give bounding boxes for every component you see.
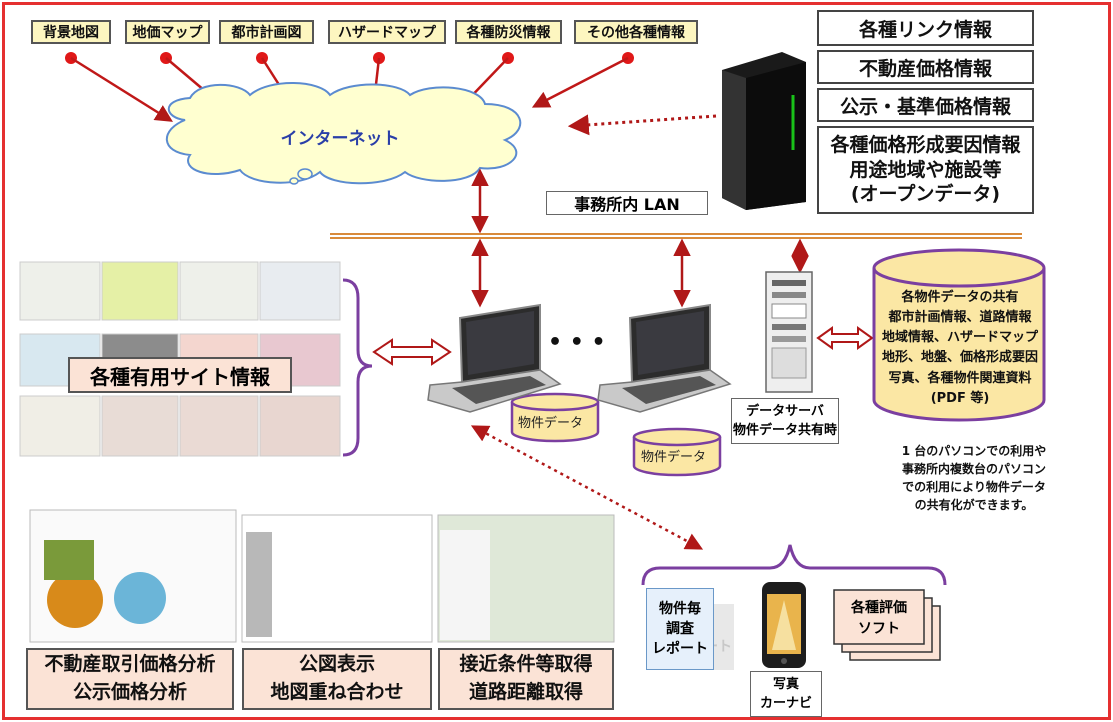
info-link: 各種リンク情報 [817,10,1034,46]
laptop2-data-cylinder [632,427,722,477]
laptop-icon [597,303,732,413]
info-price-factors-line3: (オープンデータ) [850,183,1001,206]
feature-map-overlay-line2: 地図重ね合わせ [270,681,404,703]
server-label-line1: データサーバ [746,403,824,419]
server-to-cloud-arrow [567,114,717,136]
feature-price-analysis: 不動産取引価格分析 公示価格分析 [26,648,234,710]
sites-laptop-arrow [372,338,452,366]
feature-price-analysis-line2: 公示価格分析 [72,681,187,703]
bottom-screenshots [29,509,615,643]
phone-label-line2: カーナビ [759,696,812,711]
sites-label: 各種有用サイト情報 [68,357,292,393]
laptop1-data-cylinder [510,392,600,443]
server-label: データサーバ 物件データ共有時 [731,398,839,444]
info-public-price: 公示・基準価格情報 [817,88,1034,122]
tag-other-info: その他各種情報 [574,20,698,44]
info-price-factors: 各種価格形成要因情報 用途地域や施設等 (オープンデータ) [817,126,1034,214]
tag-city-plan-map: 都市計画図 [219,20,314,44]
shared-line-3: 地域情報、ハザードマップ [881,330,1038,346]
feature-road-distance-line1: 接近条件等取得 [459,653,593,676]
info-real-estate-price: 不動産価格情報 [817,50,1034,84]
info-price-factors-line2: 用途地域や施設等 [849,158,1002,181]
software-stack [833,589,941,661]
feature-price-analysis-line1: 不動産取引価格分析 [44,653,216,676]
shared-line-5: 写真、各種物件関連資料 [888,370,1032,386]
smartphone-icon [762,582,806,668]
sharing-note: 1 台のパソコンでの利用や 事務所内複数台のパソコン での利用により物件データ … [868,442,1080,514]
phone-label-line1: 写真 [772,676,799,692]
feature-road-distance: 接近条件等取得 道路距離取得 [438,648,614,710]
info-price-factors-line1: 各種価格形成要因情報 [830,133,1021,156]
feature-map-overlay: 公図表示 地図重ね合わせ [242,648,432,710]
laptop-mobile-arrow [470,425,704,550]
internet-label: インターネット [280,129,400,149]
lan-label: 事務所内 LAN [546,191,708,215]
tag-hazard-map: ハザードマップ [328,20,446,44]
software-label: 各種評価 ソフト [834,594,924,644]
phone-label: 写真 カーナビ [750,671,822,717]
note-line-4: の共有化ができます。 [914,498,1034,512]
software-label-line2: ソフト [858,621,900,637]
mobile-brace [641,544,947,586]
server-tower-icon [722,52,806,210]
laptop2-data-label: 物件データ [641,450,707,465]
sites-brace [342,278,373,457]
report-box: 物件毎 調査 レポート [646,588,714,670]
laptops-ellipsis: • • • [548,330,606,355]
server-label-line2: 物件データ共有時 [732,423,837,438]
rack-server-icon [765,271,813,393]
shared-cylinder-text: 各物件データの共有 都市計画情報、道路情報 地域情報、ハザードマップ 地形、地盤… [880,288,1040,409]
tag-background-map: 背景地図 [31,20,111,44]
shared-data-cylinder [872,248,1046,422]
note-line-1: 1 台のパソコンでの利用や [901,444,1047,458]
internet-cloud [165,82,522,185]
laptop1-data-label: 物件データ [518,416,584,431]
shared-line-2: 都市計画情報、道路情報 [888,310,1032,326]
note-line-2: 事務所内複数台のパソコン [901,462,1046,476]
shared-line-6: (PDF 等) [930,390,990,406]
feature-map-overlay-line1: 公図表示 [298,653,375,676]
feature-road-distance-line2: 道路距離取得 [468,681,583,703]
tag-connectors [65,52,634,122]
shared-line-4: 地形、地盤、価格形成要因 [881,350,1038,366]
report-line3: レポート [652,641,708,658]
report-line1: 物件毎 [659,600,701,617]
note-line-3: での利用により物件データ [902,480,1046,494]
report-line2: 調査 [666,620,694,637]
software-label-line1: 各種評価 [851,600,907,616]
shared-line-1: 各物件データの共有 [901,290,1019,305]
laptop-icon [427,303,562,413]
tag-land-price-map: 地価マップ [125,20,210,44]
tag-disaster-info: 各種防災情報 [455,20,562,44]
server-cylinder-arrow [816,326,874,350]
